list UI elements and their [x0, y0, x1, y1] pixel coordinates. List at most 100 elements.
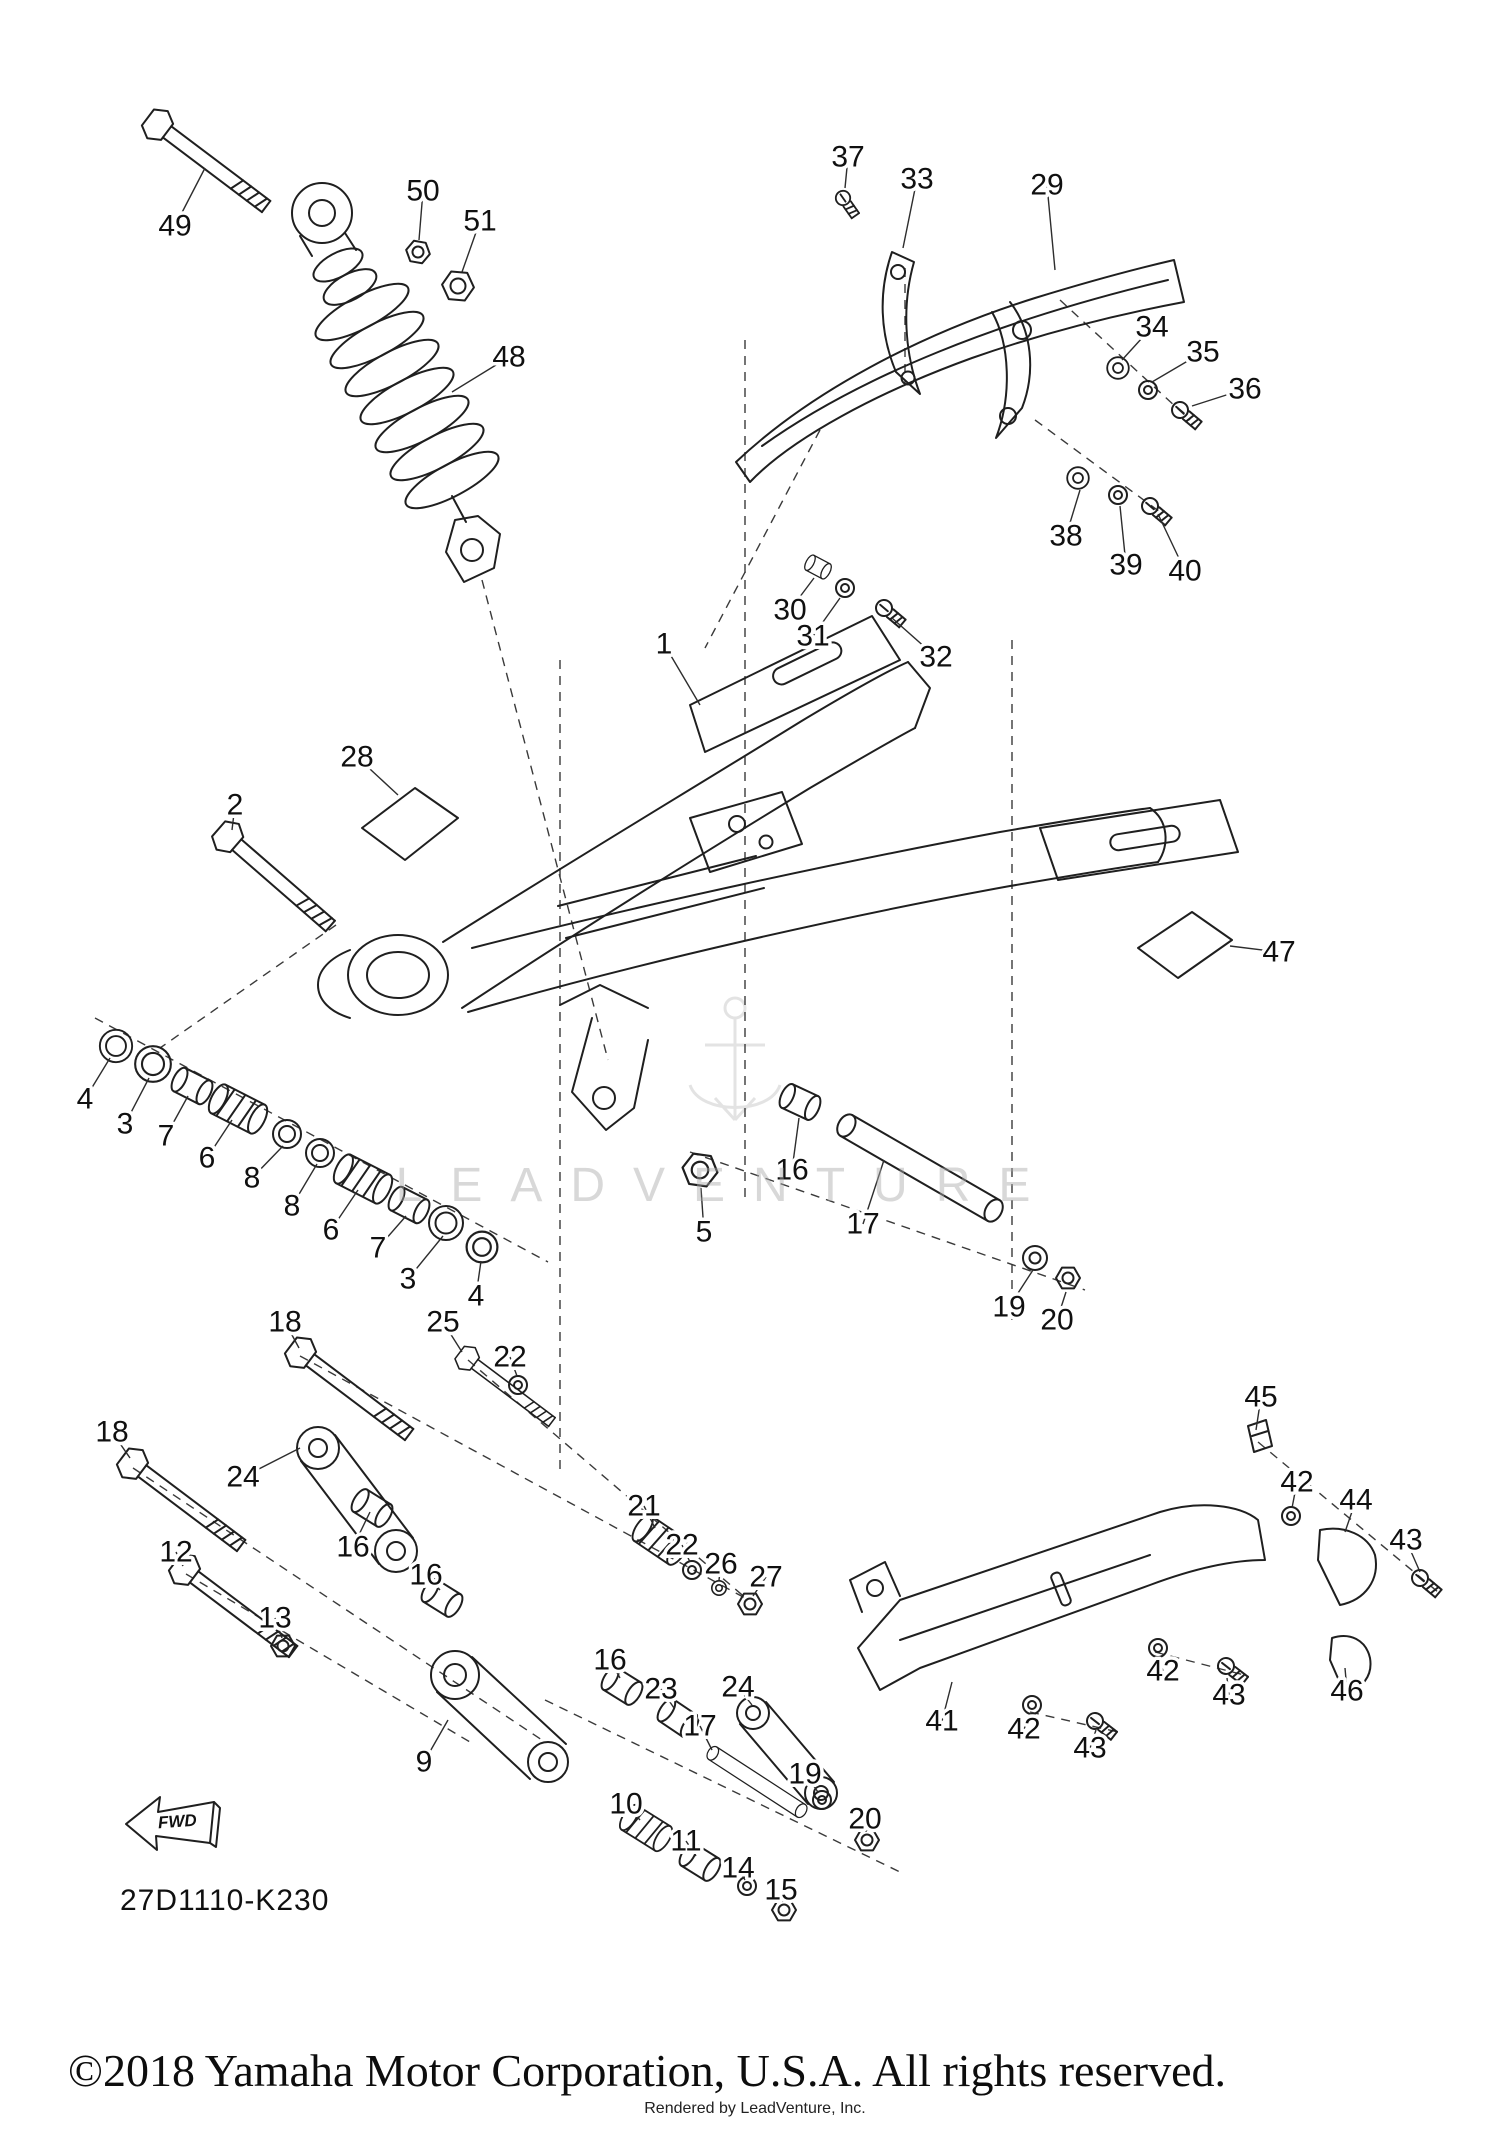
part-47-plate	[1137, 911, 1233, 979]
construction-lines	[94, 268, 1439, 1873]
callout-leader-16	[425, 1574, 441, 1591]
callout-34: 34	[1135, 311, 1168, 344]
callout-22: 22	[665, 1529, 698, 1562]
part-38-washer	[1066, 466, 1090, 490]
callout-19: 19	[992, 1291, 1025, 1324]
part-3-ring	[134, 1045, 172, 1083]
part-45-clip	[1247, 1419, 1273, 1453]
callout-39: 39	[1109, 549, 1142, 582]
callout-leader-43	[1089, 1729, 1097, 1749]
callout-12: 12	[159, 1536, 192, 1569]
callout-leader-45	[1255, 1396, 1262, 1431]
callout-20: 20	[848, 1803, 881, 1836]
part-50-nut	[403, 238, 433, 266]
callout-9: 9	[416, 1746, 433, 1779]
part-4-seal	[98, 1028, 134, 1064]
callout-46: 46	[1330, 1675, 1363, 1708]
callout-28: 28	[340, 741, 373, 774]
part-22-washer	[682, 1560, 702, 1580]
part-20-nut	[1055, 1266, 1081, 1290]
callout-leader-47	[1229, 945, 1280, 953]
callout-42: 42	[1146, 1655, 1179, 1688]
callout-leader-11	[685, 1840, 697, 1857]
callout-leader-3	[407, 1235, 444, 1280]
callout-leader-17	[699, 1725, 713, 1751]
callout-3: 3	[117, 1108, 134, 1141]
callout-leader-35	[1151, 351, 1204, 383]
callout-leader-1	[663, 643, 701, 706]
callout-43: 43	[1073, 1732, 1106, 1765]
part-35-washer	[1138, 380, 1158, 400]
callout-27: 27	[749, 1561, 782, 1594]
callout-8: 8	[284, 1190, 301, 1223]
callout-37: 37	[831, 141, 864, 174]
diagram-code: 27D1110-K230	[120, 1884, 330, 1917]
watermark-text: LEADVENTURE	[395, 1159, 1059, 1212]
callout-leader-14	[737, 1867, 746, 1881]
callout-leader-7	[377, 1215, 407, 1249]
callout-leader-6	[330, 1189, 359, 1231]
copyright-text: ©2018 Yamaha Motor Corporation, U.S.A. A…	[68, 2045, 1227, 2096]
callout-leader-28	[356, 756, 399, 796]
callout-18: 18	[95, 1416, 128, 1449]
part-24-relay-arm	[296, 1426, 418, 1573]
leadventure-watermark-emblem	[688, 996, 782, 1122]
callout-leader-38	[1065, 489, 1081, 537]
callout-35: 35	[1186, 336, 1219, 369]
callout-5: 5	[696, 1216, 713, 1249]
callout-leader-26	[718, 1563, 722, 1581]
callout-47: 47	[1262, 936, 1295, 969]
part-6-bushing	[328, 1150, 398, 1208]
callout-7: 7	[158, 1120, 175, 1153]
callout-leader-7	[165, 1095, 189, 1137]
callout-leader-15	[780, 1889, 784, 1903]
callout-leader-42	[1158, 1655, 1164, 1672]
callout-20: 20	[1040, 1304, 1073, 1337]
part-18-bolt	[279, 1330, 421, 1450]
callout-23: 23	[644, 1673, 677, 1706]
callout-leader-12	[175, 1551, 184, 1567]
part-28-plate	[361, 787, 459, 861]
callout-leader-48	[451, 356, 510, 393]
part-2-bolt	[206, 815, 343, 940]
callout-25: 25	[426, 1306, 459, 1339]
callout-leader-13	[274, 1617, 283, 1639]
part-30-collar	[801, 552, 835, 582]
callout-43: 43	[1212, 1679, 1245, 1712]
callout-leader-51	[461, 220, 481, 273]
callout-7: 7	[370, 1232, 387, 1265]
part-44-cover	[1317, 1527, 1377, 1606]
callout-leader-24	[242, 1447, 301, 1478]
callout-29: 29	[1030, 169, 1063, 202]
callout-leader-9	[423, 1719, 449, 1763]
callout-leader-22	[681, 1544, 691, 1563]
callout-leader-41	[941, 1681, 953, 1722]
part-40-screw	[1137, 493, 1175, 529]
callout-leader-42	[1291, 1481, 1298, 1509]
callout-leader-19	[1008, 1269, 1034, 1308]
callout-leader-4	[475, 1260, 482, 1297]
callout-49: 49	[158, 210, 191, 243]
callout-leader-36	[1191, 388, 1246, 407]
callout-21: 21	[627, 1490, 660, 1523]
callout-leader-30	[789, 577, 815, 611]
callout-leader-32	[891, 617, 937, 658]
callout-6: 6	[323, 1214, 340, 1247]
callout-14: 14	[721, 1852, 754, 1885]
callout-17: 17	[683, 1710, 716, 1743]
callout-4: 4	[77, 1083, 94, 1116]
callout-leader-33	[902, 178, 918, 249]
callout-19: 19	[788, 1758, 821, 1791]
callout-leader-42	[1023, 1712, 1032, 1730]
callout-leader-2	[231, 804, 236, 831]
callout-43: 43	[1389, 1524, 1422, 1557]
part-48-rear-shock	[291, 182, 501, 583]
callout-10: 10	[609, 1788, 642, 1821]
callout-26: 26	[704, 1548, 737, 1581]
callout-42: 42	[1280, 1466, 1313, 1499]
callout-38: 38	[1049, 520, 1082, 553]
callout-leader-19	[804, 1773, 819, 1793]
callout-leader-16	[352, 1511, 371, 1548]
part-9-relay-arm	[430, 1650, 569, 1783]
callout-leader-10	[625, 1803, 641, 1821]
